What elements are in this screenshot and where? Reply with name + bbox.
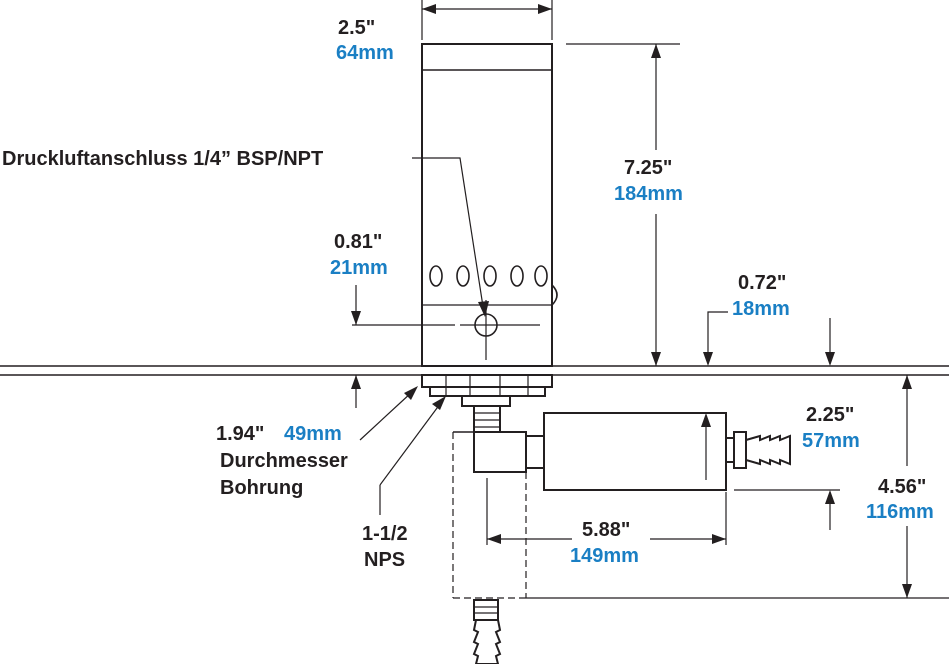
tee-coupling bbox=[525, 435, 545, 469]
vent-slot bbox=[510, 265, 524, 287]
bottom-nut bbox=[473, 599, 499, 621]
arrow-head bbox=[712, 534, 726, 544]
upper-cylinder bbox=[421, 43, 553, 367]
below-depth-imperial: 4.56" bbox=[878, 476, 926, 498]
vent-slot bbox=[456, 265, 470, 287]
arrow-head bbox=[701, 413, 711, 427]
hose-nut bbox=[733, 431, 747, 469]
side-dia-metric: 57mm bbox=[802, 430, 860, 452]
vent-slots bbox=[429, 265, 548, 287]
arrow-head bbox=[651, 44, 661, 58]
vent-slot bbox=[534, 265, 548, 287]
lower-housing bbox=[452, 431, 527, 665]
nps-callout: 1-1/2 NPS bbox=[362, 396, 446, 571]
dim-height: 7.25" 184mm bbox=[566, 43, 683, 366]
dim-below-depth: 4.56" 116mm bbox=[526, 375, 949, 599]
dim-port-offset: 0.81" 21mm bbox=[330, 231, 455, 408]
length-metric: 149mm bbox=[570, 545, 639, 567]
hole-diameter-callout: 1.94" 49mm Durchmesser Bohrung bbox=[216, 386, 418, 499]
arrow-head bbox=[902, 375, 912, 389]
air-connection-label: Druckluftanschluss 1/4” BSP/NPT bbox=[2, 148, 323, 170]
side-cylinder bbox=[543, 412, 727, 491]
hole-dia-imperial: 1.94" bbox=[216, 423, 264, 445]
air-connection-callout: Druckluftanschluss 1/4” BSP/NPT bbox=[2, 148, 489, 317]
arrow-head bbox=[703, 352, 713, 366]
side-barb-fitting bbox=[745, 434, 791, 466]
arrow-head bbox=[825, 352, 835, 366]
arrow-head bbox=[538, 4, 552, 14]
leader-line bbox=[707, 311, 728, 352]
vent-slot bbox=[483, 265, 497, 287]
deck-thickness-metric: 18mm bbox=[732, 298, 790, 320]
length-imperial: 5.88" bbox=[582, 519, 630, 541]
upper-unit bbox=[421, 43, 558, 367]
nps-label-line2: NPS bbox=[364, 549, 405, 571]
below-depth-metric: 116mm bbox=[866, 501, 934, 523]
pipe-stub bbox=[473, 405, 501, 433]
dim-side-diameter: 2.25" 57mm bbox=[701, 404, 860, 530]
nps-label-line1: 1-1/2 bbox=[362, 523, 408, 545]
arrow-head bbox=[351, 375, 361, 389]
arrow-head bbox=[478, 301, 489, 317]
deck-thickness-imperial: 0.72" bbox=[738, 272, 786, 294]
leader-line bbox=[412, 157, 485, 314]
tee-assembly bbox=[473, 412, 791, 491]
height-metric: 184mm bbox=[614, 183, 683, 205]
arrow-head bbox=[825, 490, 835, 504]
arrow-head bbox=[651, 352, 661, 366]
side-dia-imperial: 2.25" bbox=[806, 404, 854, 426]
arrow-head bbox=[432, 396, 446, 410]
port-offset-imperial: 0.81" bbox=[334, 231, 382, 253]
hose-collar bbox=[725, 437, 735, 463]
dim-top-width: 2.5" 64mm bbox=[336, 0, 553, 64]
tee-fitting bbox=[473, 431, 527, 473]
leader-line bbox=[359, 391, 413, 441]
port-offset-metric: 21mm bbox=[330, 257, 388, 279]
dim-length: 5.88" 149mm bbox=[486, 478, 727, 567]
pipe-thread bbox=[461, 395, 511, 407]
bottom-barb-fitting bbox=[472, 619, 502, 665]
side-knob bbox=[551, 284, 558, 306]
arrow-head bbox=[422, 4, 436, 14]
top-width-metric: 64mm bbox=[336, 42, 394, 64]
deck-plate bbox=[0, 365, 949, 376]
arrow-head bbox=[351, 311, 361, 325]
height-imperial: 7.25" bbox=[624, 157, 672, 179]
dim-deck-thickness: 0.72" 18mm bbox=[703, 272, 835, 366]
mounting-nut bbox=[421, 374, 553, 433]
hole-label-line1: Durchmesser bbox=[220, 450, 348, 472]
top-width-imperial: 2.5" bbox=[338, 17, 375, 39]
leader-line bbox=[379, 403, 441, 486]
arrow-head bbox=[404, 386, 418, 400]
nut-top bbox=[421, 374, 553, 388]
arrow-head bbox=[902, 584, 912, 598]
arrow-head bbox=[487, 534, 501, 544]
hole-label-line2: Bohrung bbox=[220, 477, 303, 499]
hole-dia-metric: 49mm bbox=[284, 423, 342, 445]
vent-slot bbox=[429, 265, 443, 287]
